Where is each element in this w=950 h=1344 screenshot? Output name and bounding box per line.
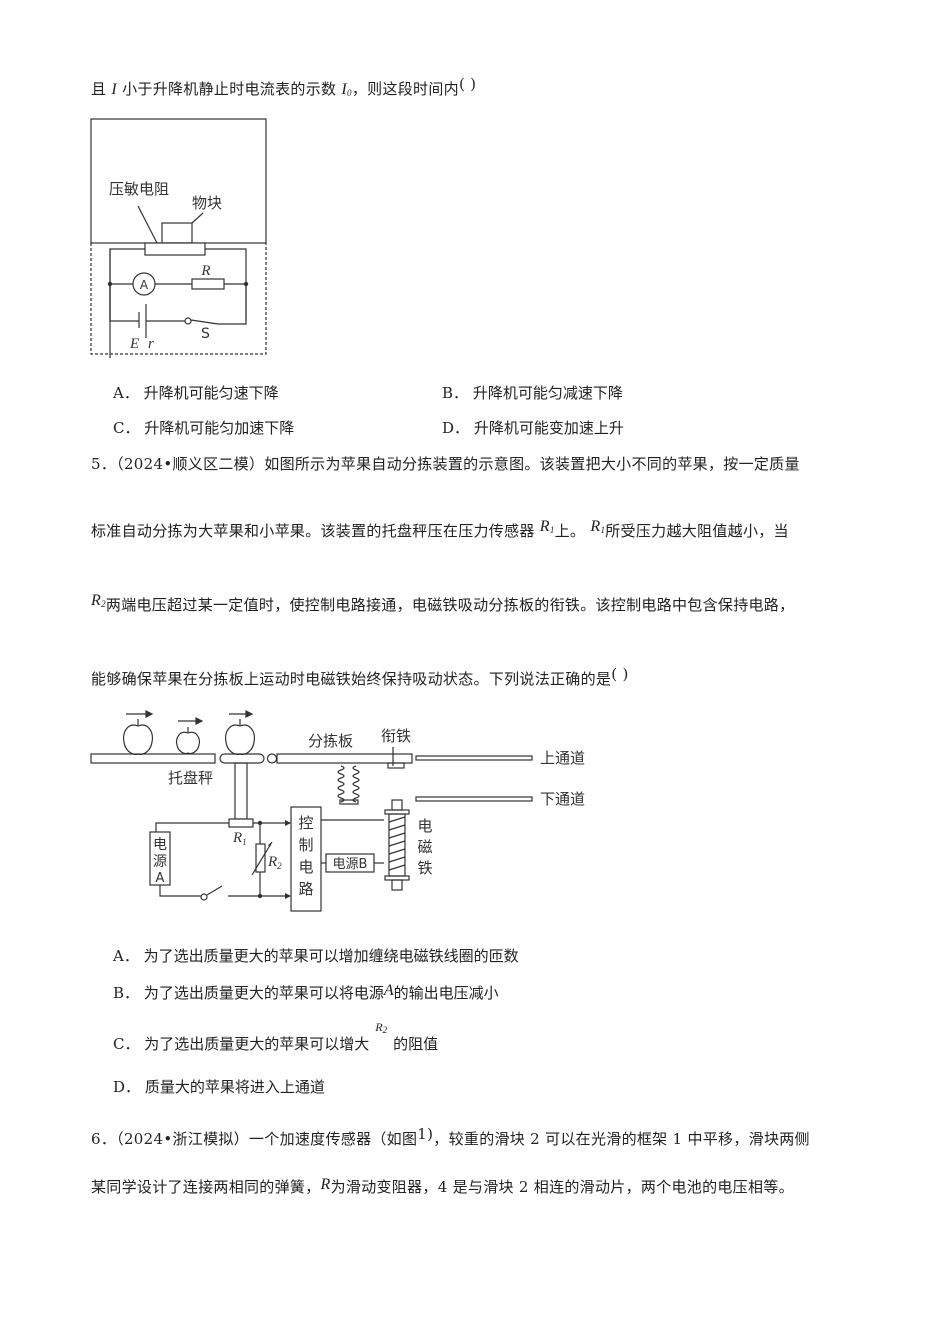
svg-text:电: 电 xyxy=(298,858,313,876)
label-R2: R2 xyxy=(267,854,282,871)
svg-text:路: 路 xyxy=(298,880,313,898)
var-A: A xyxy=(383,982,394,999)
label-S: S xyxy=(201,326,210,342)
question-number: 6． xyxy=(91,1130,117,1148)
svg-text:制: 制 xyxy=(298,836,313,854)
label-sorter-board: 分拣板 xyxy=(308,732,353,750)
label-pressure-resistor: 压敏电阻 xyxy=(109,180,169,198)
q4-text: 且 xyxy=(91,80,107,98)
label-R1: R1 xyxy=(232,830,247,847)
var-R1: R1 xyxy=(539,518,555,535)
question-source: （2024•顺义区二模） xyxy=(116,455,265,473)
q5-stem-line3: R2两端电压超过某一定值时，使控制电路接通，电磁铁吸动分拣板的衔铁。该控制电路中… xyxy=(91,592,795,614)
q4-stem-line: 且 I 小于升降机静止时电流表的示数 I0，则这段时间内( ) xyxy=(91,75,477,99)
q4-text: 小于升降机静止时电流表的示数 xyxy=(122,80,337,98)
q5-option-d[interactable]: D． 质量大的苹果将进入上通道 xyxy=(113,1078,325,1096)
label-R: R xyxy=(200,263,210,279)
label-upper-channel: 上通道 xyxy=(540,749,585,767)
var-I0: I0 xyxy=(341,81,352,98)
var-R2: R2 xyxy=(375,1020,388,1035)
spring-icon xyxy=(337,765,360,805)
q5-option-b[interactable]: B． 为了选出质量更大的苹果可以将电源A的输出电压减小 xyxy=(113,982,499,1002)
q5-stem-line4: 能够确保苹果在分拣板上运动时电磁铁始终保持吸动状态。下列说法正确的是( ) xyxy=(91,665,629,688)
motion-arrow-icon xyxy=(126,710,254,725)
label-r: r xyxy=(148,336,154,352)
question-source: （2024•浙江模拟） xyxy=(116,1130,249,1148)
ammeter-icon: A xyxy=(140,278,149,292)
answer-blank: ( ) xyxy=(611,665,629,683)
label-armature: 衔铁 xyxy=(381,727,411,745)
var-R2: R2 xyxy=(91,592,106,609)
label-power-b: 电源B xyxy=(333,857,368,872)
var-R: R xyxy=(320,1176,331,1193)
label-electromagnet: 电 xyxy=(417,817,432,835)
apple-sorting-figure: 托盘秤 分拣板 衔铁 上通道 下通道 控 制 电 路 电 源 A 电源B 电 磁… xyxy=(90,710,585,912)
label-lower-channel: 下通道 xyxy=(540,790,585,808)
var-I: I xyxy=(111,81,118,98)
q6-stem-line1: 6．（2024•浙江模拟）一个加速度传感器（如图1)，较重的滑块 2 可以在光滑… xyxy=(91,1125,810,1148)
q5-stem-line2: 标准自动分拣为大苹果和小苹果。该装置的托盘秤压在压力传感器 R1上。 R1所受压… xyxy=(91,518,789,540)
label-block: 物块 xyxy=(192,194,222,212)
q5-stem-line1: 5．（2024•顺义区二模）如图所示为苹果自动分拣装置的示意图。该装置把大小不同… xyxy=(91,455,800,473)
svg-text:铁: 铁 xyxy=(417,859,432,877)
q4-text: ，则这段时间内 xyxy=(351,80,459,98)
svg-text:A: A xyxy=(156,871,165,886)
var-R1: R1 xyxy=(590,518,606,535)
q4-option-d[interactable]: D． 升降机可能变加速上升 xyxy=(442,419,624,437)
label-power-a: 电 xyxy=(153,837,167,853)
q5-option-a[interactable]: A． 为了选出质量更大的苹果可以增加缠绕电磁铁线圈的匝数 xyxy=(113,947,519,965)
svg-text:磁: 磁 xyxy=(417,838,432,856)
label-E: E xyxy=(129,336,139,352)
svg-text:源: 源 xyxy=(153,854,167,870)
q4-option-c[interactable]: C． 升降机可能匀加速下降 xyxy=(113,419,295,437)
label-tray-scale: 托盘秤 xyxy=(168,769,213,787)
answer-blank: ( ) xyxy=(458,75,477,93)
q4-option-b[interactable]: B． 升降机可能匀减速下降 xyxy=(442,384,623,402)
q5-option-c[interactable]: C． 为了选出质量更大的苹果可以增大R2的阻值 xyxy=(113,1020,439,1053)
q6-stem-line2: 某同学设计了连接两相同的弹簧，R为滑动变阻器，4 是与滑块 2 相连的滑动片，两… xyxy=(91,1176,794,1196)
figure-ref: 1) xyxy=(417,1125,434,1143)
question-number: 5． xyxy=(91,455,117,473)
q4-option-a[interactable]: A． 升降机可能匀速下降 xyxy=(113,384,279,402)
label-control-circuit: 控 xyxy=(298,814,313,832)
elevator-circuit-figure: 压敏电阻 物块 A R S E r xyxy=(90,118,267,358)
